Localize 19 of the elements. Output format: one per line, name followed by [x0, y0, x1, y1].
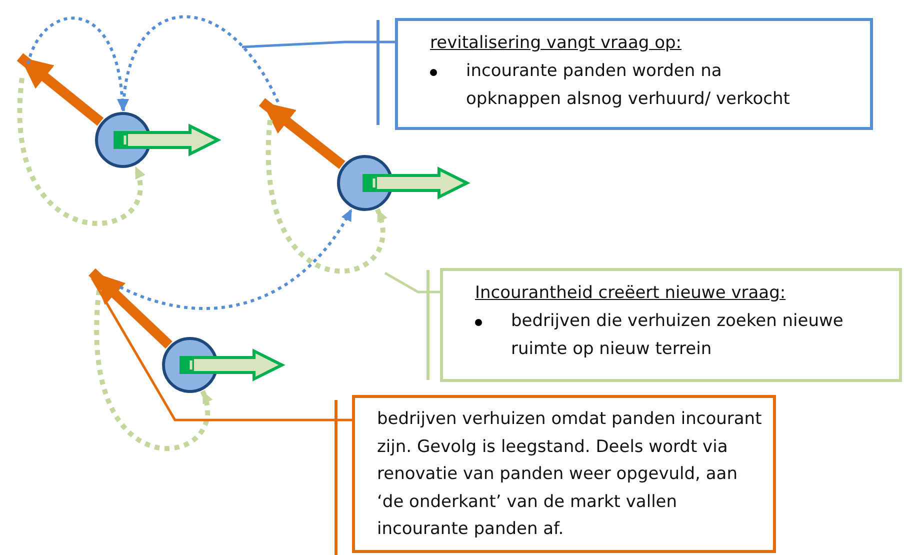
- leader-line: [90, 277, 352, 422]
- dotted-arrow: [266, 120, 386, 274]
- dotted-arrow: [119, 208, 354, 310]
- callout-heading: revitalisering vangt vraag op:: [430, 32, 682, 55]
- callout-box: [395, 18, 873, 130]
- bullet-text: bedrijven die verhuizen zoeken nieuwe ruimte op nieuw terrein: [511, 310, 844, 361]
- callout-text: bedrijven verhuizen omdat panden incourant zijn. Gevolg is leegstand. Deels wordt via renovatie van panden weer opgevuld, aan ‘de onderkant’ van de markt vallen incourante panden af.: [377, 408, 763, 541]
- callout-heading: Incourantheid creëert nieuwe vraag:: [475, 282, 787, 305]
- leader-line: [384, 272, 440, 294]
- arrow: [16, 53, 104, 126]
- dotted-arrow: [17, 78, 144, 226]
- leader-line: [242, 40, 395, 48]
- callout-box: [440, 268, 902, 382]
- callout-box: [352, 395, 776, 553]
- bullet-text: incourante panden worden na opknappen alsnog verhuurd/ verkocht: [466, 60, 791, 111]
- dotted-arrow: [118, 15, 280, 112]
- arrow: [88, 268, 172, 349]
- arrow: [258, 98, 346, 169]
- dotted-arrow: [94, 290, 212, 451]
